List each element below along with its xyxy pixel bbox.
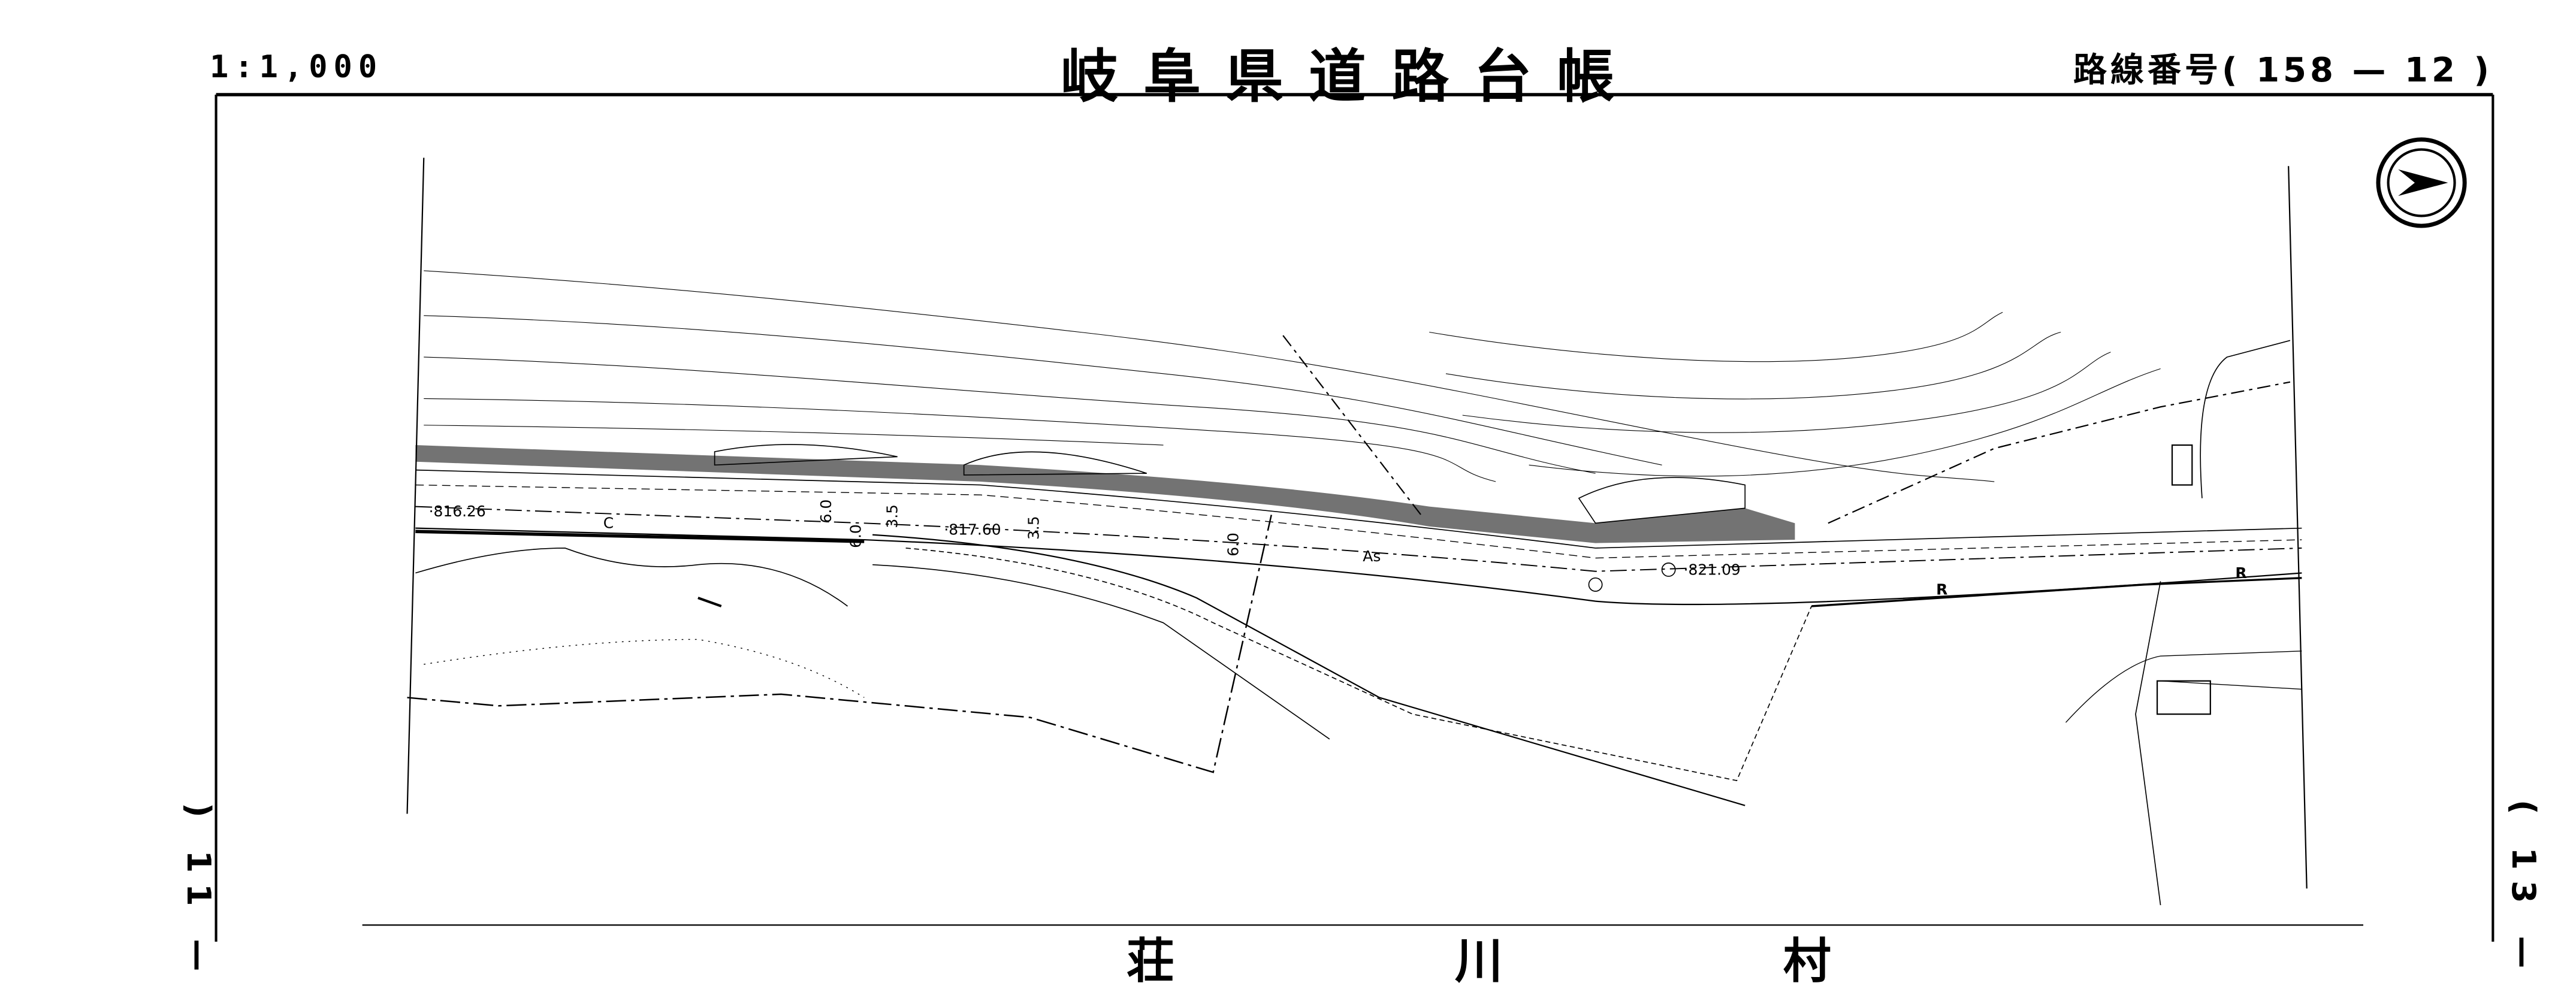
map-labels: ·816.26 ·817.60 ·821.09 C As R R 6.0 3.5… xyxy=(429,500,2247,598)
map-scale: 1:1,000 xyxy=(210,49,383,85)
road-lines xyxy=(415,469,2302,607)
flow-arrow-icon xyxy=(697,597,722,607)
road-map-drawing: ·816.26 ·817.60 ·821.09 C As R R 6.0 3.5… xyxy=(215,93,2495,942)
ditch-label: R xyxy=(2235,564,2246,582)
elevation-label: ·816.26 xyxy=(429,503,486,520)
channel-label: C xyxy=(603,515,614,532)
route-number: 路線番号( 158 — 12 ) xyxy=(2073,51,2493,90)
boundary-line xyxy=(1828,381,2291,524)
width-label: 6.0 xyxy=(847,524,865,548)
manhole-icon xyxy=(1588,577,1603,592)
sheet-frame xyxy=(215,93,2495,942)
boundary-line xyxy=(1282,335,1422,516)
width-label: 3.5 xyxy=(884,504,901,528)
page-title: 岐阜県道路台帳 xyxy=(1061,43,1639,110)
ditch-label: R xyxy=(1936,581,1947,598)
pavement-label: As xyxy=(1363,548,1381,565)
elevation-label: ·821.09 xyxy=(1684,561,1741,578)
width-label: 3.5 xyxy=(1025,516,1042,540)
river xyxy=(407,340,2302,906)
contour-lines xyxy=(424,270,2161,482)
width-label: 6.0 xyxy=(1224,533,1242,557)
retaining-wall xyxy=(415,444,1795,543)
north-arrow-icon xyxy=(2376,137,2467,228)
width-label: 6.0 xyxy=(817,500,835,524)
elevation-label: ·817.60 xyxy=(944,521,1001,539)
survey-point-icon xyxy=(1661,562,1676,577)
